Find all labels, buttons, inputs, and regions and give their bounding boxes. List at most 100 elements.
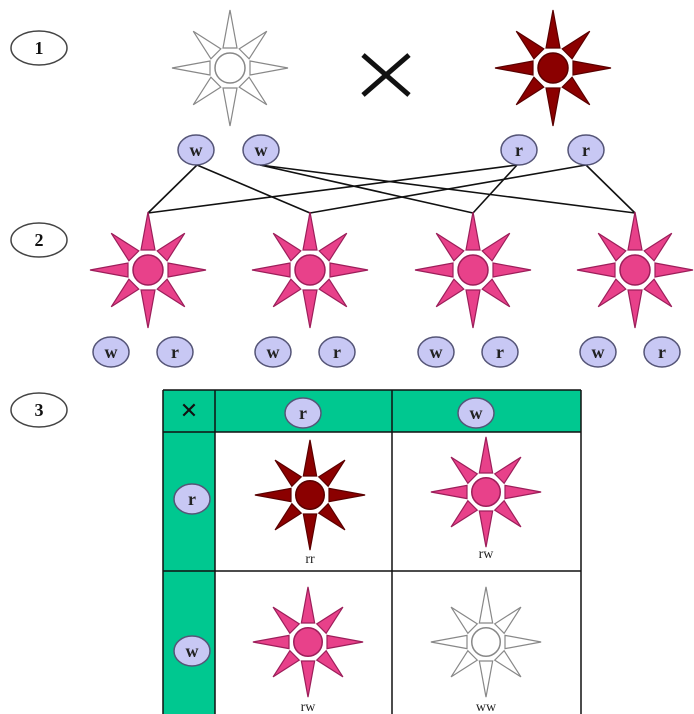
flower-petal (643, 232, 673, 262)
flower-petal (110, 232, 140, 262)
flower-center (293, 627, 323, 657)
flower-petal (140, 211, 156, 251)
flower-petal (272, 606, 301, 635)
allele-label: r (658, 342, 666, 362)
allele-label: w (430, 342, 443, 362)
allele-label: w (267, 342, 280, 362)
flower-petal (329, 262, 369, 278)
flower-petal (167, 262, 207, 278)
allele-label: r (496, 342, 504, 362)
flower-petal (478, 586, 494, 624)
flower-petal (251, 262, 291, 278)
punnett-column-allele-w: w (457, 397, 495, 429)
flower-petal (315, 606, 344, 635)
flower-petal (302, 211, 318, 251)
f1-flower-3 (414, 211, 532, 329)
flower-center (537, 52, 569, 84)
parent-allele-w1: w (177, 134, 215, 166)
flower-petal (414, 262, 454, 278)
flower-petal (222, 9, 238, 49)
flower-petal (597, 232, 627, 262)
flower-center (457, 254, 489, 286)
svg-text:2: 2 (35, 230, 44, 250)
f1-allele-2-a: w (254, 336, 292, 368)
flower-center (214, 52, 246, 84)
allele-label: r (171, 342, 179, 362)
f1-allele-1-a: w (92, 336, 130, 368)
genotype-label: rw (479, 547, 495, 562)
flower-petal (504, 484, 542, 500)
flower-petal (315, 649, 344, 678)
allele-label: r (515, 140, 523, 160)
flower-petal (481, 278, 511, 308)
flower-petal (493, 456, 522, 485)
flower-petal (576, 262, 616, 278)
parent-red-flower (494, 9, 612, 127)
f1-allele-3-a: w (417, 336, 455, 368)
punnett-cell-flower-1-2 (430, 436, 542, 548)
parent-allele-r2: r (567, 134, 605, 166)
flower-petal (545, 9, 561, 49)
flower-center (619, 254, 651, 286)
allele-label: r (299, 403, 307, 423)
flower-petal (274, 459, 303, 488)
punnett-square: ✕ (162, 389, 582, 714)
flower-petal (302, 439, 318, 477)
flower-petal (317, 502, 346, 531)
flower-petal (450, 456, 479, 485)
allele-label: w (186, 641, 199, 661)
inheritance-lines (147, 164, 636, 214)
allele-label: w (190, 140, 203, 160)
flower-petal (430, 634, 468, 650)
flower-petal (545, 87, 561, 127)
flower-petal (627, 289, 643, 329)
flower-petal (493, 649, 522, 678)
flower-petal (156, 232, 186, 262)
f1-allele-3-b: r (481, 336, 519, 368)
flower-petal (561, 30, 591, 60)
allele-label: w (470, 403, 483, 423)
flower-petal (465, 211, 481, 251)
f1-flower-4 (576, 211, 694, 329)
flower-petal (238, 30, 268, 60)
flower-center (471, 477, 501, 507)
flower-petal (478, 660, 494, 698)
allele-label: w (592, 342, 605, 362)
flower-petal (435, 278, 465, 308)
flower-petal (272, 649, 301, 678)
flower-center (295, 480, 325, 510)
f1-allele-1-b: r (156, 336, 194, 368)
flower-petal (493, 499, 522, 528)
flower-petal (302, 289, 318, 329)
flower-petal (110, 278, 140, 308)
parent-cross-symbol (361, 53, 411, 97)
flower-petal (272, 278, 302, 308)
flower-petal (89, 262, 129, 278)
flower-petal (326, 634, 364, 650)
flower-petal (493, 606, 522, 635)
flower-petal (300, 660, 316, 698)
parent-white-flower (171, 9, 289, 127)
step-3-label: 3 (10, 392, 68, 428)
flower-petal (318, 232, 348, 262)
flower-petal (492, 262, 532, 278)
flower-petal (572, 60, 612, 76)
flower-center (294, 254, 326, 286)
flower-petal (171, 60, 211, 76)
flower-petal (515, 30, 545, 60)
flower-petal (597, 278, 627, 308)
flower-petal (192, 30, 222, 60)
parent-allele-r1: r (500, 134, 538, 166)
punnett-row-allele-w: w (173, 635, 211, 667)
flower-petal (478, 510, 494, 548)
punnett-column-allele-r: r (284, 397, 322, 429)
flower-petal (328, 487, 366, 503)
flower-petal (254, 487, 292, 503)
f1-allele-2-b: r (318, 336, 356, 368)
punnett-cell-flower-1-1 (254, 439, 366, 551)
genotype-label: rr (305, 552, 315, 567)
parent-allele-w2: w (242, 134, 280, 166)
punnett-cell-bg (215, 432, 581, 714)
flower-petal (252, 634, 290, 650)
